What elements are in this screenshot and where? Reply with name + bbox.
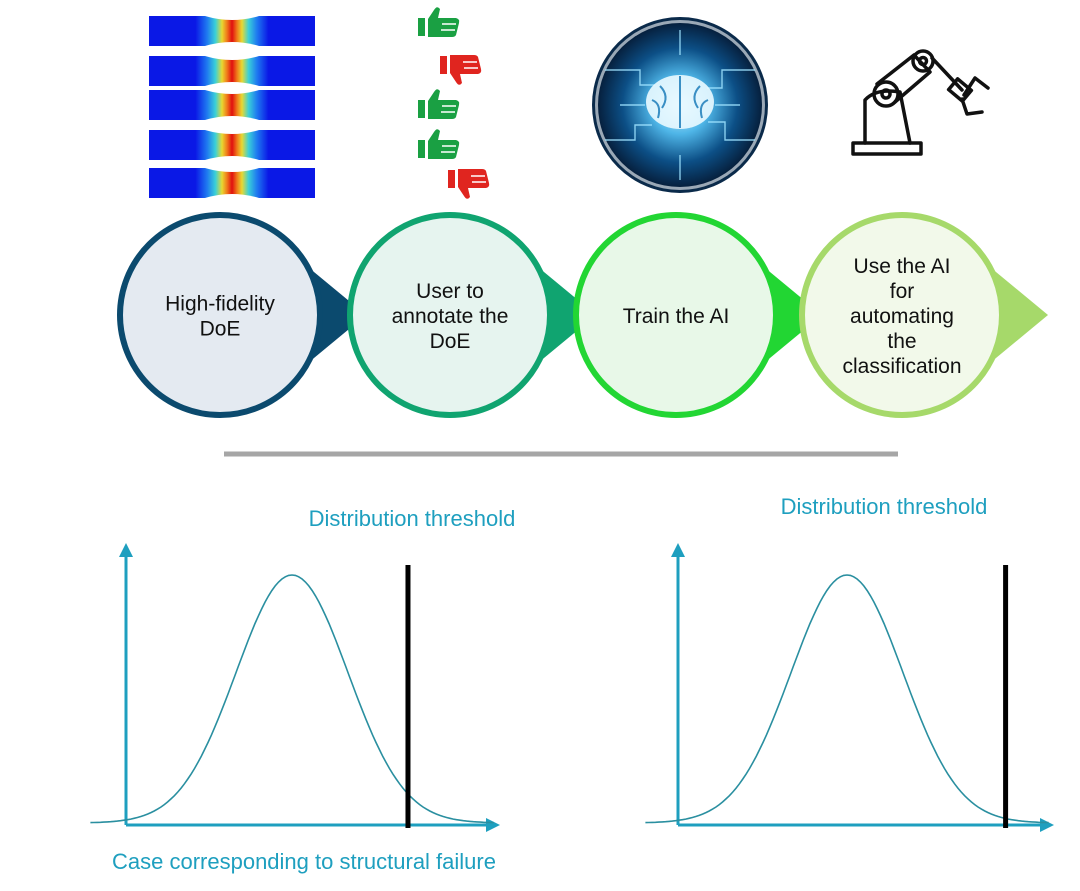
simulation-strip bbox=[149, 168, 315, 198]
simulation-strip bbox=[149, 130, 315, 160]
distribution-chart: Distribution threshold bbox=[645, 494, 1054, 832]
y-axis-arrow bbox=[119, 543, 133, 557]
step-label: for bbox=[890, 280, 915, 303]
process-step bbox=[573, 212, 822, 418]
step-label: DoE bbox=[430, 330, 471, 353]
step-label: User to bbox=[416, 280, 484, 303]
simulation-strip bbox=[149, 56, 315, 86]
thumbs-up-icon bbox=[418, 129, 460, 159]
simulation-strip bbox=[149, 16, 315, 46]
thumbs-up-icon bbox=[418, 89, 460, 119]
distribution-curve bbox=[90, 574, 494, 824]
step-label: the bbox=[887, 330, 916, 353]
step-label: High-fidelity bbox=[165, 293, 275, 316]
step-label: Use the AI bbox=[854, 255, 951, 278]
thumbs-up-down-icon bbox=[418, 7, 490, 199]
simulation-strip bbox=[149, 90, 315, 120]
process-step bbox=[799, 212, 1048, 418]
step-label: DoE bbox=[200, 318, 241, 341]
x-axis-arrow bbox=[486, 818, 500, 832]
y-axis-arrow bbox=[671, 543, 685, 557]
thumbs-down-icon bbox=[440, 55, 482, 85]
ai-brain-icon bbox=[592, 17, 768, 193]
chart-caption: Case corresponding to structural failure bbox=[112, 849, 496, 874]
step-circle bbox=[347, 212, 553, 418]
threshold-label: Distribution threshold bbox=[781, 494, 988, 519]
distribution-curve bbox=[645, 574, 1049, 824]
thumbs-up-icon bbox=[418, 7, 460, 38]
step-circle bbox=[573, 212, 779, 418]
step-label: classification bbox=[842, 355, 961, 378]
process-step bbox=[347, 212, 596, 418]
thumbs-down-icon bbox=[448, 169, 490, 199]
step-circle bbox=[117, 212, 323, 418]
x-axis-arrow bbox=[1040, 818, 1054, 832]
process-step bbox=[117, 212, 366, 418]
robot-arm-icon bbox=[851, 49, 990, 156]
step-label: annotate the bbox=[392, 305, 509, 328]
threshold-label: Distribution threshold bbox=[309, 506, 516, 531]
step-label: automating bbox=[850, 305, 954, 328]
simulation-strips-icon bbox=[149, 16, 315, 198]
step-label: Train the AI bbox=[623, 305, 730, 328]
step-circle bbox=[799, 212, 1005, 418]
